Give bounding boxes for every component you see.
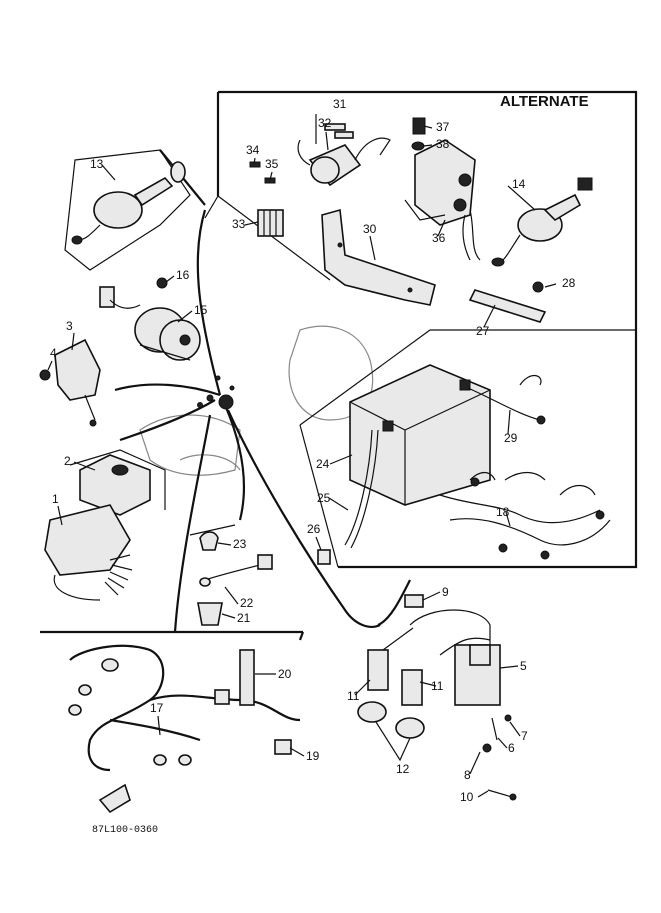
callout-24: 24 — [316, 457, 330, 471]
callout-6: 6 — [508, 741, 515, 755]
alternate-region: ALTERNATE — [216, 90, 638, 569]
callout-30: 30 — [363, 222, 377, 236]
callout-31: 31 — [333, 97, 347, 111]
callout-27: 27 — [476, 324, 490, 338]
callout-23: 23 — [233, 537, 247, 551]
battery-strap — [468, 281, 547, 323]
callout-11a: 11 — [347, 689, 360, 703]
handlebar-switch-alternate — [491, 177, 593, 267]
callout-37: 37 — [436, 120, 450, 134]
region-lines — [40, 149, 331, 641]
callouts: 1 2 3 4 5 6 7 8 9 10 11 11 12 13 14 15 1… — [50, 97, 576, 804]
callout-2: 2 — [64, 454, 71, 468]
callout-17: 17 — [150, 701, 164, 715]
ignition-unit — [44, 449, 166, 601]
callout-15: 15 — [194, 303, 208, 317]
callout-4: 4 — [50, 346, 57, 360]
callout-5: 5 — [520, 659, 527, 673]
junction-connector — [218, 394, 234, 410]
battery — [317, 364, 546, 565]
handlebar-switch-left — [64, 149, 191, 271]
nut-16 — [156, 277, 168, 289]
callout-3: 3 — [66, 319, 73, 333]
callout-26: 26 — [307, 522, 321, 536]
callout-18: 18 — [496, 505, 510, 519]
callout-7: 7 — [521, 729, 528, 743]
callout-32: 32 — [318, 116, 332, 130]
ignition-coils — [357, 594, 517, 801]
callout-22: 22 — [240, 596, 254, 610]
bolt-4 — [39, 369, 51, 381]
callout-16: 16 — [176, 268, 190, 282]
sensor-group — [189, 524, 273, 626]
callout-12: 12 — [396, 762, 410, 776]
callout-19: 19 — [306, 749, 320, 763]
sub-harness-18 — [439, 471, 611, 560]
callout-1: 1 — [52, 492, 59, 506]
callout-36: 36 — [432, 231, 446, 245]
callout-9: 9 — [442, 585, 449, 599]
callout-28: 28 — [562, 276, 576, 290]
flasher-relay — [39, 338, 101, 427]
bracket-30 — [321, 208, 436, 306]
starter-relay — [99, 277, 201, 361]
callout-25: 25 — [317, 491, 331, 505]
callout-29: 29 — [504, 431, 518, 445]
drawing-code: 87L100-0360 — [92, 825, 158, 836]
callout-8: 8 — [464, 768, 471, 782]
callout-14: 14 — [512, 177, 526, 191]
callout-21: 21 — [237, 611, 251, 625]
alternate-label: ALTERNATE — [500, 93, 589, 110]
callout-34: 34 — [246, 143, 260, 157]
main-harness — [68, 644, 301, 814]
leader-lines — [47, 114, 557, 798]
callout-13: 13 — [90, 157, 104, 171]
callout-11b: 11 — [431, 679, 444, 693]
callout-38: 38 — [436, 137, 450, 151]
callout-33: 33 — [232, 217, 246, 231]
central-wiring — [114, 209, 411, 633]
alternate-relay — [249, 117, 481, 261]
callout-20: 20 — [278, 667, 292, 681]
callout-35: 35 — [265, 157, 279, 171]
callout-10: 10 — [460, 790, 474, 804]
